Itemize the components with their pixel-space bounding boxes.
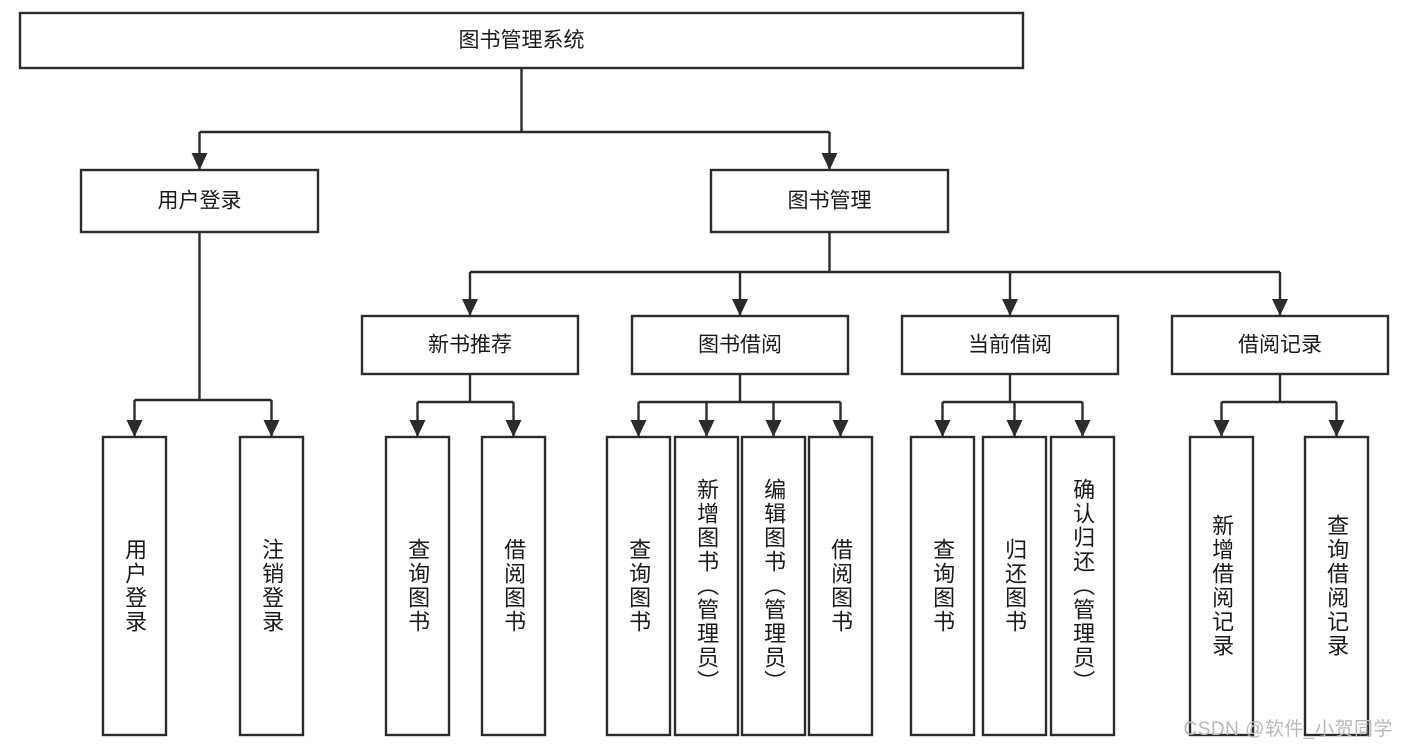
node-leaf-user-login[interactable] (101, 435, 168, 737)
node-borrow-record[interactable] (1170, 314, 1390, 376)
arrow-head-icon (263, 420, 280, 437)
arrow-head-icon (1002, 299, 1018, 316)
node-root-label: 图书管理系统 (459, 29, 585, 52)
node-leaf-user-logout[interactable] (238, 435, 305, 737)
node-leaf-rec-borrow-book[interactable] (480, 435, 547, 737)
node-leaf-borrow-borrow-book[interactable] (807, 435, 874, 737)
node-leaf-cur-return-book[interactable] (981, 435, 1048, 737)
watermark-text: CSDN @软件_小贺同学 (1183, 719, 1393, 740)
arrow-head-icon (191, 153, 208, 170)
arrow-head-icon (934, 420, 951, 437)
arrow-head-icon (821, 153, 838, 170)
arrow-head-icon (505, 420, 522, 437)
arrow-head-icon (1272, 299, 1288, 316)
node-user-login[interactable] (79, 168, 320, 234)
node-leaf-rec-query-record[interactable] (1303, 435, 1370, 737)
arrow-head-icon (698, 420, 715, 437)
node-book-borrow[interactable] (630, 314, 850, 376)
node-current-borrow-label: 当前借阅 (968, 334, 1052, 357)
node-leaf-borrow-query-book[interactable] (605, 435, 672, 737)
arrow-head-icon (1074, 420, 1091, 437)
node-leaf-borrow-add-book[interactable] (673, 435, 740, 737)
arrow-head-icon (732, 299, 748, 316)
arrow-head-icon (462, 299, 478, 316)
node-user-login-label: 用户登录 (158, 190, 242, 213)
node-root[interactable] (18, 11, 1025, 70)
node-book-manage-label: 图书管理 (788, 190, 872, 213)
node-borrow-record-label: 借阅记录 (1238, 334, 1322, 357)
arrow-head-icon (1006, 420, 1023, 437)
node-new-book-rec-label: 新书推荐 (428, 334, 512, 357)
node-book-borrow-label: 图书借阅 (698, 334, 782, 357)
node-leaf-cur-confirm-return[interactable] (1049, 435, 1116, 737)
arrow-head-icon (1213, 420, 1230, 437)
node-current-borrow[interactable] (900, 314, 1120, 376)
node-new-book-rec[interactable] (360, 314, 580, 376)
node-book-manage[interactable] (709, 168, 950, 234)
arrow-head-icon (1328, 420, 1345, 437)
arrow-head-icon (630, 420, 647, 437)
node-leaf-rec-query-book[interactable] (384, 435, 451, 737)
node-leaf-rec-add-record[interactable] (1188, 435, 1255, 737)
arrow-head-icon (765, 420, 782, 437)
node-leaf-cur-query-book[interactable] (909, 435, 976, 737)
arrow-head-icon (409, 420, 426, 437)
node-leaf-borrow-edit-book[interactable] (740, 435, 807, 737)
arrow-head-icon (832, 420, 849, 437)
edges-layer (126, 68, 1345, 437)
arrow-head-icon (126, 420, 143, 437)
